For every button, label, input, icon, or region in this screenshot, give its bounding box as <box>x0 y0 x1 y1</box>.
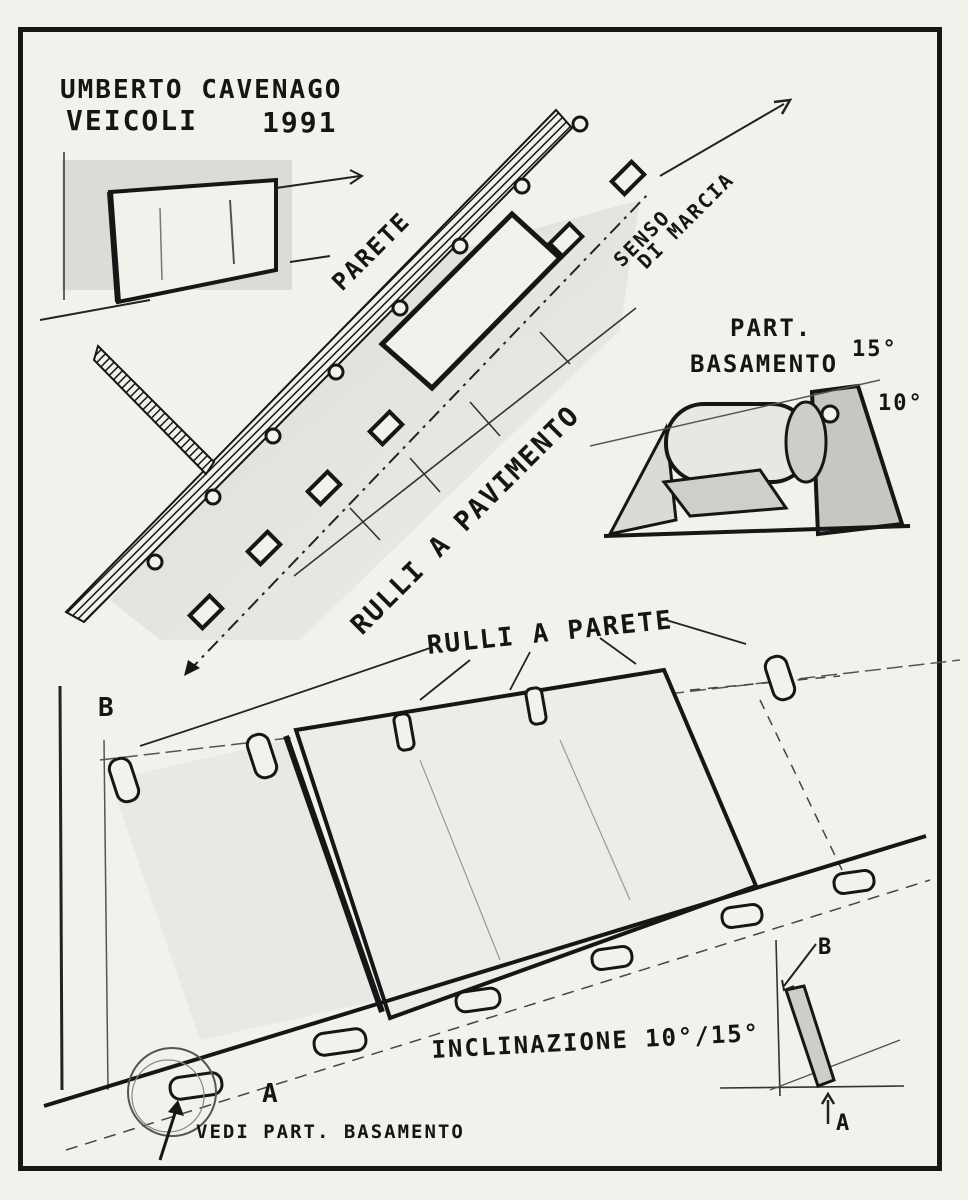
work-title: VEICOLI <box>66 104 198 137</box>
section-ab-sketch <box>719 939 905 1124</box>
marker-a-bottom: A <box>262 1079 280 1109</box>
marker-b-top: B <box>98 693 116 723</box>
rulli-parete-label: RULLI A PARETE <box>426 605 675 661</box>
sheet-frame <box>18 27 942 1171</box>
inclinazione-label: INCLINAZIONE 10°/15° <box>431 1019 761 1064</box>
part-label-line1: PART. <box>730 314 812 342</box>
author-name: UMBERTO CAVENAGO <box>60 75 342 105</box>
vehicle-panel-sketch <box>39 152 364 321</box>
angle-15-label: 15° <box>852 337 898 362</box>
section-b-label: B <box>818 935 833 960</box>
angle-10-label: 10° <box>878 391 924 416</box>
work-year: 1991 <box>262 106 337 139</box>
part-label-line2: BASAMENTO <box>690 350 838 378</box>
perspective-view <box>43 619 961 1161</box>
plan-view <box>64 98 793 676</box>
base-detail-sketch <box>589 379 911 538</box>
section-a-label: A <box>836 1111 851 1136</box>
vedi-label: VEDI PART. BASAMENTO <box>196 1121 465 1143</box>
